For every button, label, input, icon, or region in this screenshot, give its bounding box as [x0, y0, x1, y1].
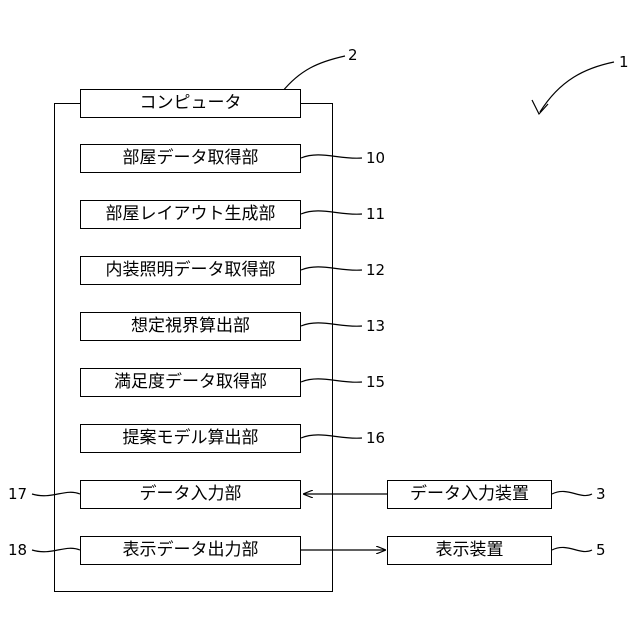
unit-box-interior-lighting-data-acquisition: 内装照明データ取得部: [80, 256, 301, 285]
unit-box-display-data-output: 表示データ出力部: [80, 536, 301, 565]
ref-numeral-input-device: 3: [596, 487, 606, 502]
display-device-box: 表示装置: [387, 536, 552, 565]
unit-box-room-data-acquisition: 部屋データ取得部: [80, 144, 301, 173]
computer-title-box: コンピュータ: [80, 89, 301, 118]
ref-numeral-unit: 17: [8, 487, 27, 502]
input-device-box: データ入力装置: [387, 480, 552, 509]
ref-numeral-unit: 13: [366, 319, 385, 334]
ref-numeral-computer: 2: [348, 48, 358, 63]
display-device-label: 表示装置: [436, 542, 504, 559]
unit-label: データ入力部: [140, 486, 242, 503]
unit-box-satisfaction-data-acquisition: 満足度データ取得部: [80, 368, 301, 397]
unit-label: 部屋データ取得部: [123, 150, 259, 167]
ref-numeral-unit: 18: [8, 543, 27, 558]
computer-frame: [54, 103, 333, 592]
unit-label: 表示データ出力部: [123, 542, 259, 559]
ref-numeral-display-device: 5: [596, 543, 606, 558]
leader-arrow-system: [540, 62, 614, 112]
ref-numeral-unit: 11: [366, 207, 385, 222]
unit-box-assumed-view-calculation: 想定視界算出部: [80, 312, 301, 341]
ref-numeral-unit: 12: [366, 263, 385, 278]
computer-title: コンピュータ: [140, 95, 242, 112]
input-device-label: データ入力装置: [410, 486, 529, 503]
unit-label: 内装照明データ取得部: [106, 262, 276, 279]
ref-numeral-system: 1: [619, 55, 629, 70]
leader-line-input-device: [552, 491, 592, 495]
unit-box-proposal-model-calculation: 提案モデル算出部: [80, 424, 301, 453]
unit-box-room-layout-generation: 部屋レイアウト生成部: [80, 200, 301, 229]
leader-line-computer: [282, 56, 345, 92]
unit-label: 満足度データ取得部: [114, 374, 267, 391]
unit-label: 部屋レイアウト生成部: [106, 206, 276, 223]
ref-numeral-unit: 10: [366, 151, 385, 166]
unit-box-data-input: データ入力部: [80, 480, 301, 509]
unit-label: 提案モデル算出部: [123, 430, 259, 447]
ref-numeral-unit: 16: [366, 431, 385, 446]
unit-label: 想定視界算出部: [131, 318, 250, 335]
ref-numeral-unit: 15: [366, 375, 385, 390]
leader-line-display-device: [552, 547, 592, 551]
